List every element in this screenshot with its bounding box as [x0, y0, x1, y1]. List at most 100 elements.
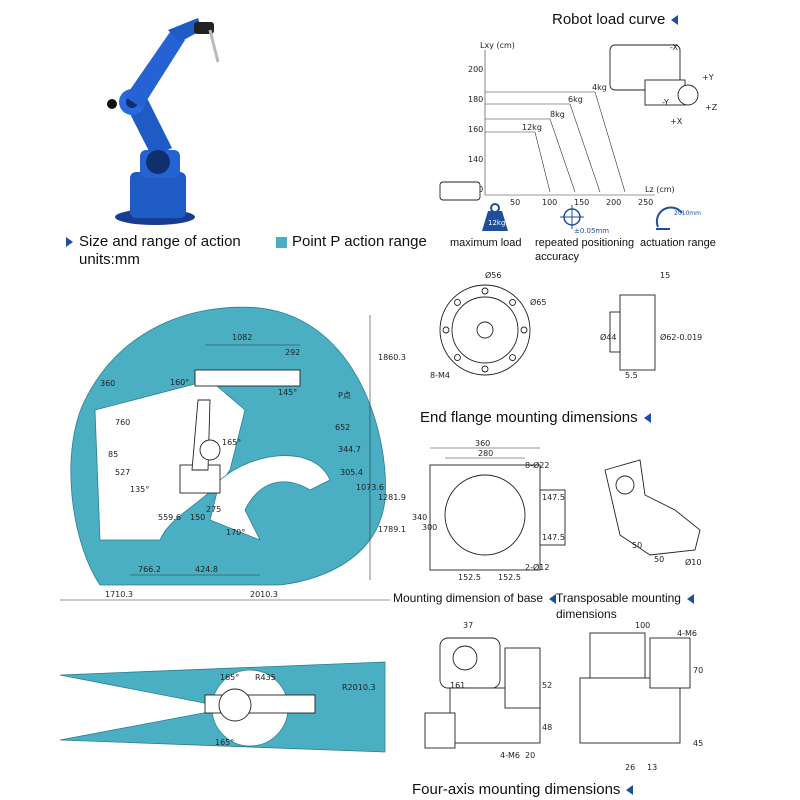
bolt-hole	[442, 326, 450, 334]
dim-label: 145°	[278, 388, 297, 397]
svg-text:-X: -X	[670, 43, 678, 52]
svg-text:Lz (cm): Lz (cm)	[645, 185, 675, 194]
svg-text:52: 52	[542, 681, 552, 690]
units-label: units:mm	[79, 251, 140, 268]
dim-label: 1073.6	[356, 483, 384, 492]
dim-label: 165°	[222, 438, 241, 447]
triangle-left-icon	[626, 785, 634, 796]
curve-label: 12kg	[522, 123, 542, 132]
dim-label: 160°	[170, 378, 189, 387]
svg-text:Lxy (cm): Lxy (cm)	[480, 41, 515, 50]
dim-label: 760	[115, 418, 130, 427]
curve-label: 6kg	[568, 95, 583, 104]
svg-text:±0.05mm: ±0.05mm	[574, 227, 609, 235]
svg-text:12kg: 12kg	[488, 219, 505, 227]
svg-text:45: 45	[693, 739, 703, 748]
svg-text:26: 26	[625, 763, 635, 772]
dim-label: 652	[335, 423, 350, 432]
svg-text:37: 37	[463, 621, 473, 630]
svg-text:280: 280	[478, 449, 493, 458]
svg-text:Ø62-0.019: Ø62-0.019	[660, 332, 702, 342]
bolt-hole	[520, 326, 528, 334]
robot-arm-illustration	[107, 18, 220, 225]
svg-text:15: 15	[660, 271, 670, 280]
dim-label: 1710.3	[105, 590, 133, 599]
bolt-hole	[481, 365, 489, 373]
spec-label-range: actuation range	[640, 237, 716, 249]
range-swatch	[276, 236, 287, 248]
svg-text:70: 70	[693, 666, 703, 675]
dim-label: P点	[338, 391, 351, 400]
svg-text:340: 340	[412, 513, 427, 522]
transposable-heading-2: dimensions	[556, 607, 617, 621]
svg-text:+Z: +Z	[705, 103, 718, 112]
svg-text:2-Ø12: 2-Ø12	[525, 562, 549, 572]
svg-text:2010mm: 2010mm	[674, 210, 701, 217]
svg-text:48: 48	[542, 723, 552, 732]
svg-text:+Y: +Y	[702, 73, 714, 82]
curve-12kg	[485, 131, 551, 193]
four-axis-drawing: 37 161 52 48 4-M6 20 100 4-M6 70 45 26 1…	[424, 621, 703, 772]
dim-label: 1860.3	[378, 353, 406, 362]
x-tick-label: 100	[542, 198, 557, 207]
dim-label: 559.6	[158, 513, 181, 522]
svg-text:165°: 165°	[220, 673, 239, 682]
curve-6kg	[485, 103, 601, 193]
x-tick-label: 150	[574, 198, 589, 207]
triangle-left-icon	[643, 413, 651, 424]
y-tick-label: 140	[468, 155, 483, 164]
dim-label: 305.4	[340, 468, 363, 477]
svg-text:8-Ø22: 8-Ø22	[525, 460, 549, 470]
dim-label: 344.7	[338, 445, 361, 454]
bolt-hole	[453, 298, 461, 306]
svg-text:-Y: -Y	[662, 98, 669, 107]
base-mounting-drawing: 360 280 340 300 8-Ø22 2-Ø12 152.5 152.5 …	[412, 439, 701, 582]
y-tick-label: 200	[468, 65, 483, 74]
svg-text:Ø10: Ø10	[685, 557, 701, 567]
spec-label-accuracy-1: repeated positioning	[535, 237, 635, 249]
svg-text:+X: +X	[670, 117, 683, 126]
dim-label: 2010.3	[250, 590, 278, 599]
load-curve-chart: Lxy (cm) Lz (cm) 200180160140120 5010015…	[439, 41, 718, 207]
dim-label: 275	[206, 505, 221, 514]
target-icon: ±0.05mm	[560, 205, 609, 235]
dim-label: 292	[285, 348, 300, 357]
dim-label: 1082	[232, 333, 252, 342]
transposable-heading: Transposable mounting	[556, 591, 681, 605]
svg-text:147.5: 147.5	[542, 493, 565, 502]
svg-text:R435: R435	[255, 673, 276, 682]
spec-label-accuracy-2: accuracy	[535, 251, 580, 263]
svg-text:R2010.3: R2010.3	[342, 683, 376, 692]
dim-label: 135°	[130, 485, 149, 494]
dim-label: 766.2	[138, 565, 161, 574]
dim-label: 150	[190, 513, 205, 522]
svg-text:Ø56: Ø56	[485, 270, 501, 280]
action-range-drawing: 1082 292 145° P点 760 527 135° 85 160° 36…	[60, 306, 406, 601]
svg-text:360: 360	[475, 439, 490, 448]
end-flange-heading: End flange mounting dimensions	[420, 409, 638, 426]
svg-text:Ø65: Ø65	[530, 297, 546, 307]
spec-label-load: maximum load	[450, 237, 522, 249]
wrist-axes-drawing: -X +Y -Y +Z +X	[609, 43, 718, 126]
svg-text:50: 50	[654, 555, 664, 564]
svg-text:8-M4: 8-M4	[430, 371, 450, 380]
triangle-left-icon	[549, 593, 557, 604]
size-range-heading: Size and range of action	[79, 233, 241, 250]
svg-text:13: 13	[647, 763, 657, 772]
svg-text:4-M6: 4-M6	[677, 629, 697, 638]
load-curve-heading: Robot load curve	[552, 11, 666, 28]
top-view-range-drawing: 165° R435 R2010.3 165°	[59, 661, 386, 753]
curve-8kg	[485, 118, 576, 193]
arc-icon: 2010mm	[655, 206, 701, 230]
curve-4kg	[485, 91, 626, 193]
triangle-left-icon	[671, 15, 679, 26]
curve-label: 8kg	[550, 110, 565, 119]
x-tick-label: 250	[638, 198, 653, 207]
svg-text:5.5: 5.5	[625, 371, 638, 380]
end-flange-drawing: Ø56 Ø65 8-M4 Ø44 Ø62-0.019 15 5.5	[430, 270, 702, 380]
svg-text:20: 20	[525, 751, 535, 760]
dim-label: 1281.9	[378, 493, 406, 502]
triangle-right-icon	[66, 237, 73, 248]
bolt-hole	[481, 287, 489, 295]
dim-label: 360	[100, 379, 115, 388]
